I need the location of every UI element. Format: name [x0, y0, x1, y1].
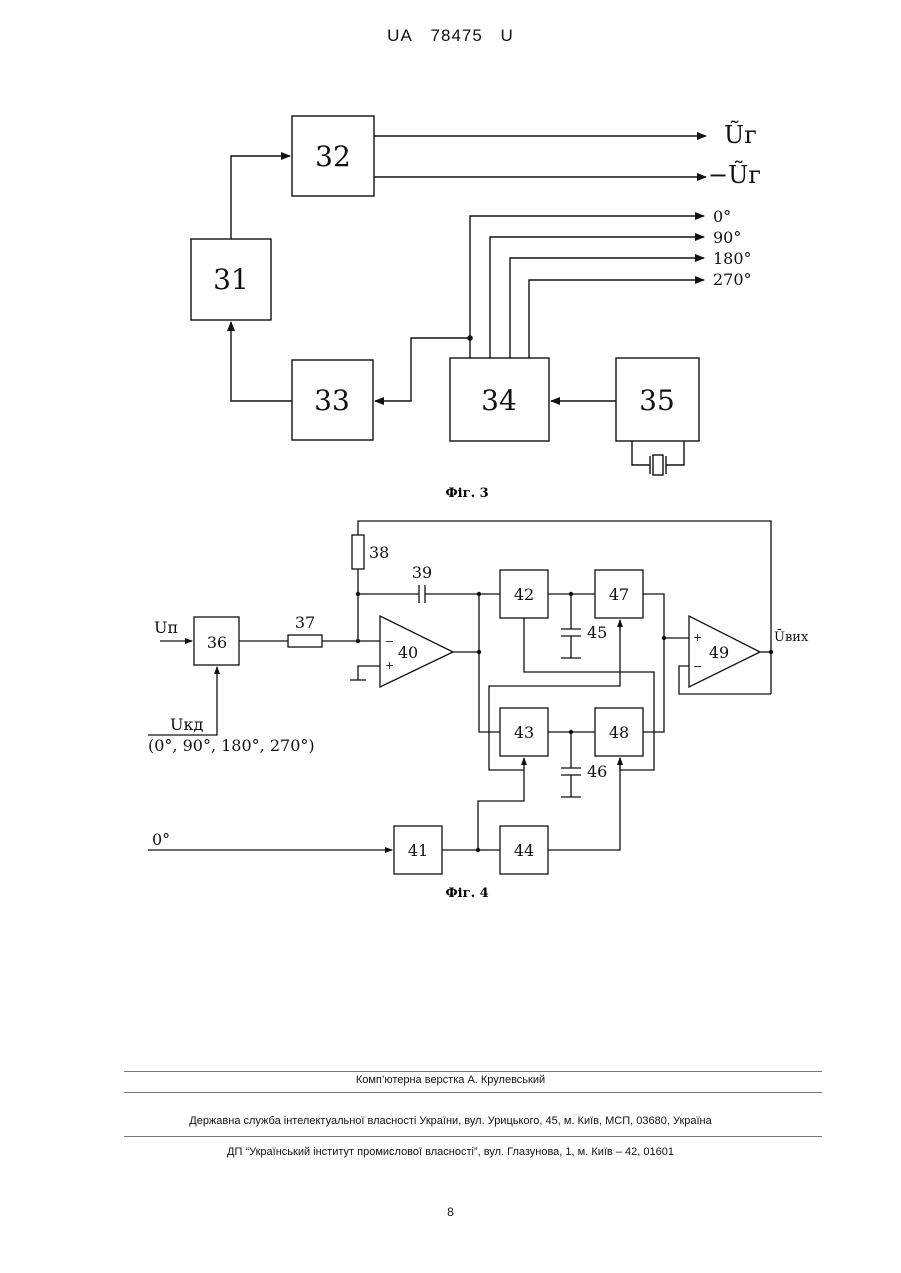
block-48-label: 48 — [609, 723, 629, 742]
footer-agency: Державна служба інтелектуальної власност… — [0, 1115, 901, 1127]
capacitor-46-label: 46 — [587, 762, 607, 781]
ukd-phases-label: (0°, 90°, 180°, 270°) — [148, 736, 315, 755]
footer-layout: Комп’ютерна верстка А. Крулевський — [0, 1074, 901, 1086]
footer-institute: ДП “Український інститут промислової вла… — [0, 1146, 901, 1158]
opamp-40-minus: − — [385, 635, 394, 648]
resistor-37-label: 37 — [295, 613, 315, 632]
page-number: 8 — [0, 1205, 901, 1219]
footer-rule-2 — [124, 1092, 822, 1093]
opamp-40-plus: + — [385, 659, 394, 672]
opamp-40-label: 40 — [398, 643, 418, 662]
block-36-label: 36 — [207, 633, 227, 652]
figure-4-caption: Фіг. 4 — [445, 886, 488, 901]
opamp-49-plus: + — [693, 631, 702, 644]
block-42-label: 42 — [514, 585, 534, 604]
footer-rule-1 — [124, 1071, 822, 1072]
resistor-38 — [352, 535, 364, 569]
zero-phase-label: 0° — [152, 830, 170, 849]
output-label: Ūвих — [774, 629, 809, 645]
opamp-49-minus: − — [693, 660, 702, 673]
ukd-label: Uкд — [170, 715, 203, 734]
figure-4-diagram: 36 40 41 42 43 44 47 48 49 37 38 39 45 4… — [0, 0, 901, 910]
resistor-37 — [288, 635, 322, 647]
capacitor-39-label: 39 — [412, 563, 432, 582]
input-un-label: Uп — [154, 618, 178, 637]
opamp-49-label: 49 — [709, 643, 729, 662]
block-43-label: 43 — [514, 723, 534, 742]
block-44-label: 44 — [514, 841, 534, 860]
capacitor-45-label: 45 — [587, 623, 607, 642]
footer-rule-3 — [124, 1136, 822, 1137]
block-47-label: 47 — [609, 585, 629, 604]
block-41-label: 41 — [408, 841, 428, 860]
resistor-38-label: 38 — [369, 543, 389, 562]
